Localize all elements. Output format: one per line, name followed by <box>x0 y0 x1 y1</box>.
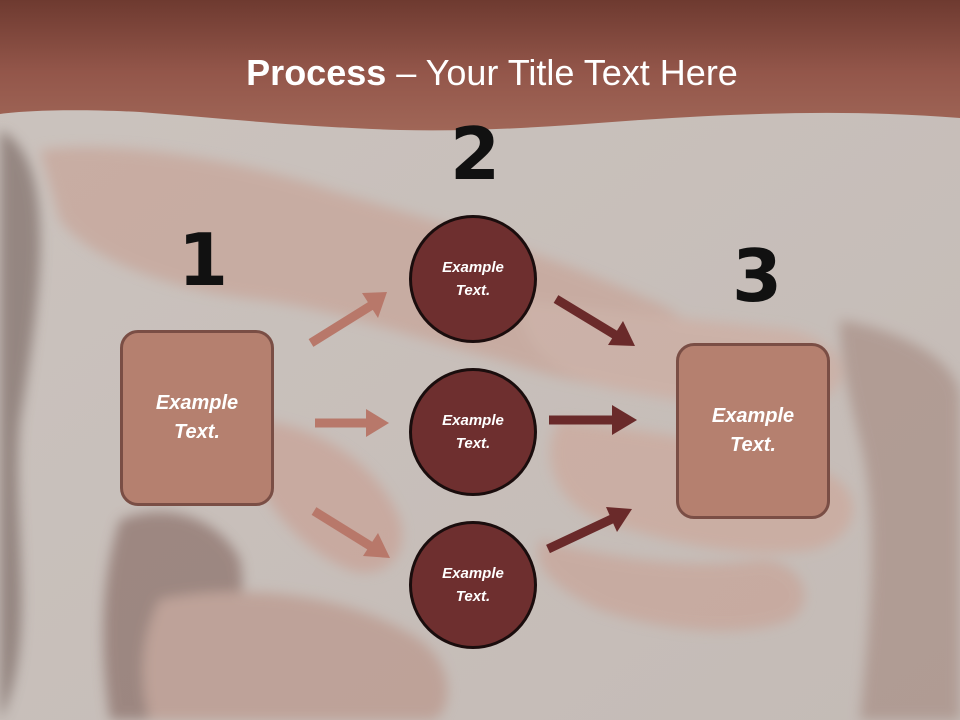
step-number-1: 1 <box>178 218 229 302</box>
arrow-1-to-middle <box>315 409 389 437</box>
arrow-bottom-to-3 <box>546 507 632 554</box>
step-number-3: 3 <box>732 234 783 318</box>
step-number-2: 2 <box>450 112 501 196</box>
step-2-circle-bottom: Example Text. <box>409 521 537 649</box>
step-2-circle-top: Example Text. <box>409 215 537 343</box>
arrow-top-to-3 <box>553 295 635 346</box>
title-bold: Process <box>246 52 387 93</box>
step-1-box: Example Text. <box>120 330 274 506</box>
step-2-circle-middle: Example Text. <box>409 368 537 496</box>
title-rest: – Your Title Text Here <box>386 52 738 93</box>
header-band <box>0 0 960 131</box>
arrow-1-to-top <box>308 292 387 347</box>
slide-title: Process – Your Title Text Here <box>0 52 960 94</box>
arrow-middle-to-3 <box>549 405 637 435</box>
step-3-box: Example Text. <box>676 343 830 519</box>
arrow-1-to-bottom <box>311 507 390 558</box>
